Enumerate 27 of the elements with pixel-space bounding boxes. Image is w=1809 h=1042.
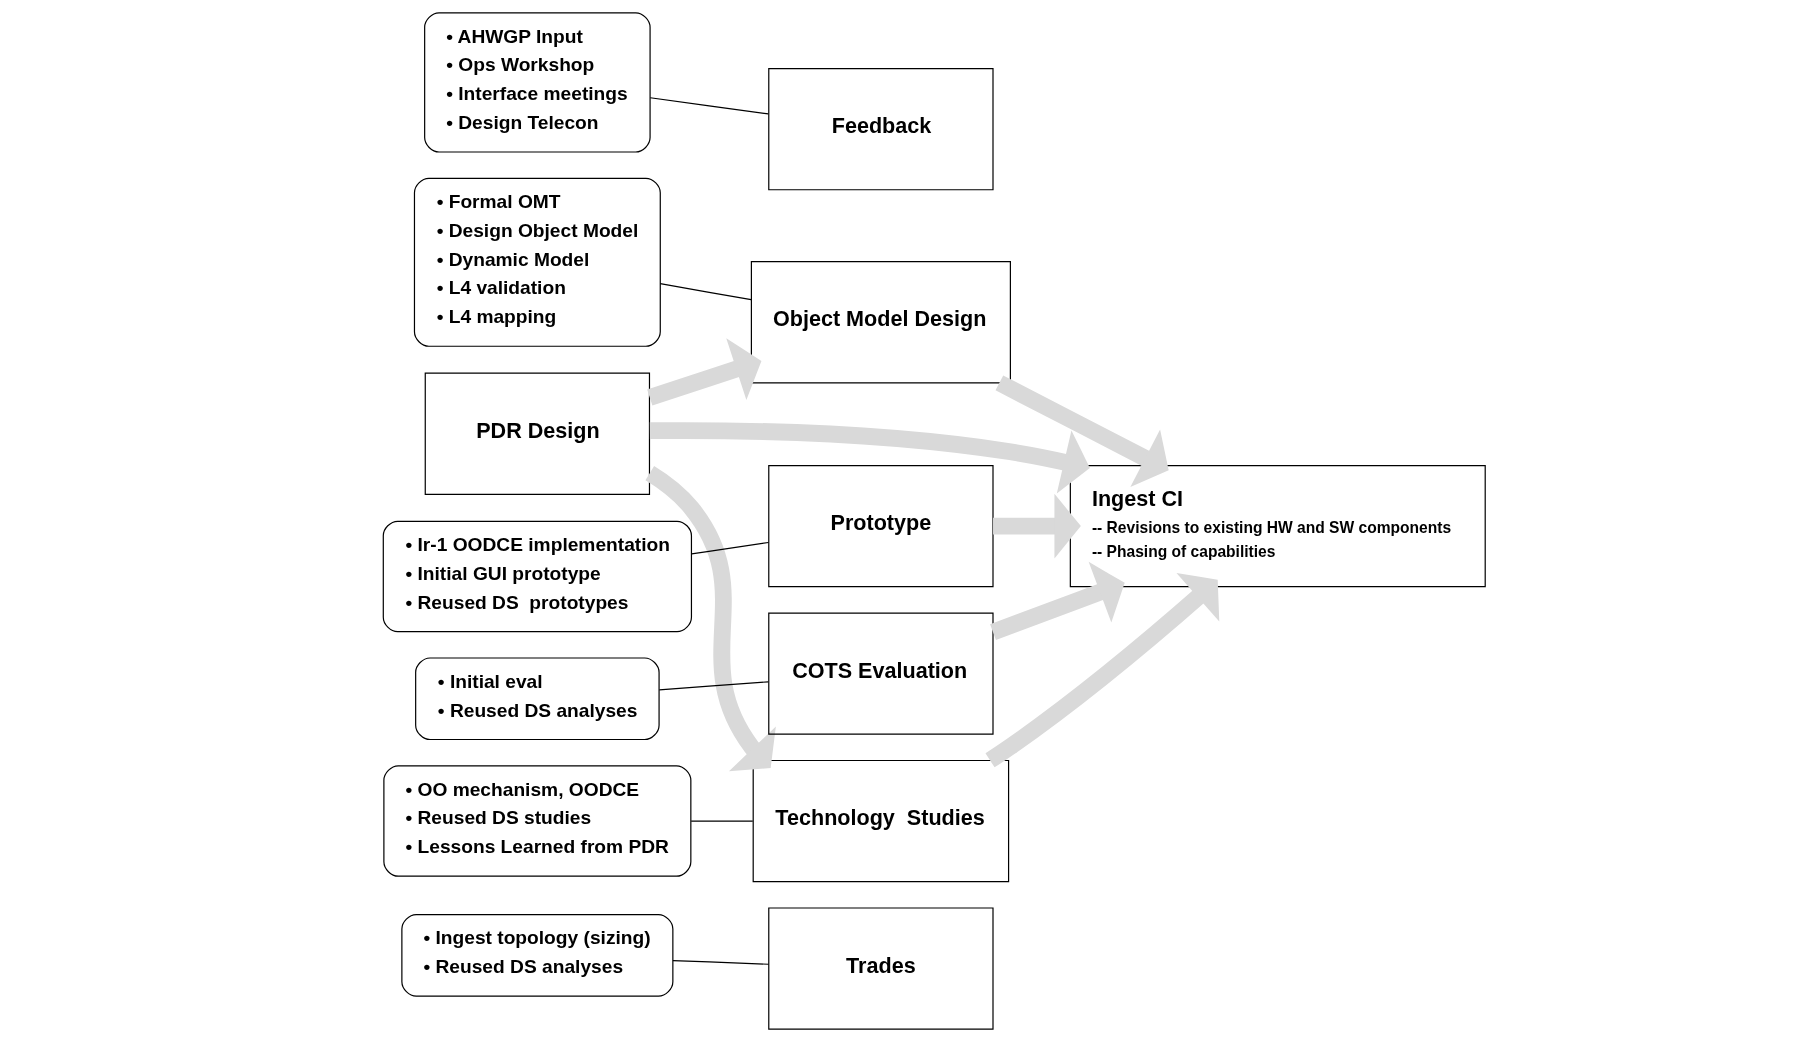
node-box: • Ir-1 OODCE implementation • Initial GUI prototype • Reused DS prototypes <box>382 520 693 633</box>
node-box: Feedback <box>768 68 994 191</box>
arrow <box>647 338 762 406</box>
connector <box>691 541 770 555</box>
node-box: Trades <box>768 907 994 1030</box>
connector <box>672 959 770 965</box>
node-box: Technology Studies <box>752 759 1010 883</box>
arrow <box>985 572 1220 768</box>
node-box: • AHWGP Input • Ops Workshop • Interface meetings • Design Telecon <box>424 12 651 153</box>
arrow <box>645 466 776 772</box>
connector <box>658 681 769 691</box>
arrow <box>993 493 1081 559</box>
node-box: COTS Evaluation <box>768 612 994 735</box>
node-box: Ingest CI -- Revisions to existing HW and SW components -- Phasing of capabilities <box>1069 464 1486 588</box>
arrow <box>649 422 1090 494</box>
node-box: • Formal OMT • Design Object Model • Dynamic Model • L4 validation • L4 mapping <box>413 177 661 347</box>
connector <box>649 97 769 115</box>
arrow <box>990 561 1125 640</box>
connector <box>690 820 754 822</box>
connector <box>659 283 752 301</box>
node-box: PDR Design <box>424 372 651 495</box>
node-box: • Initial eval • Reused DS analyses <box>415 657 660 741</box>
node-box: • OO mechanism, OODCE • Reused DS studies • Lessons Learned from PDR <box>383 765 692 877</box>
arrow <box>995 375 1169 487</box>
node-box: Prototype <box>768 464 994 588</box>
node-box: • Ingest topology (sizing) • Reused DS analyses <box>401 914 674 997</box>
node-box: Object Model Design <box>750 261 1011 384</box>
